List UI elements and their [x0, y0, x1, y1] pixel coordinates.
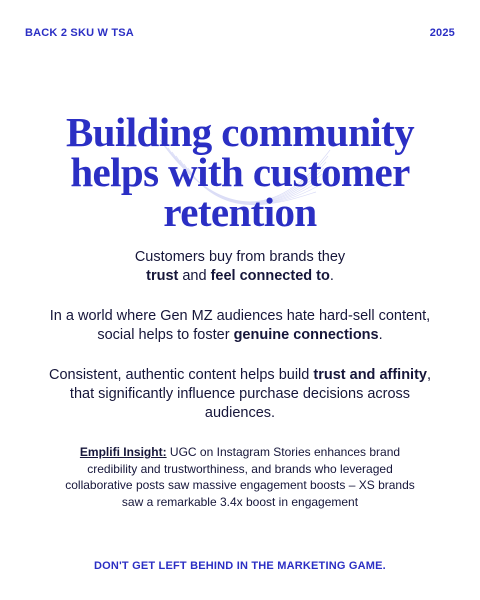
header: BACK 2 SKU W TSA 2025 [25, 27, 455, 39]
insight-label: Emplifi Insight: [79, 445, 167, 459]
paragraph1-end: . [329, 268, 334, 284]
footer-tagline: DON'T GET LEFT BEHIND IN THE MARKETING G… [94, 560, 386, 572]
paragraph1-strong-connected: feel connected to [210, 268, 330, 284]
paragraph-connections: In a world where Gen MZ audiences hate h… [40, 307, 440, 345]
title-line-3: retention [163, 189, 317, 235]
paragraph1-mid: and [178, 268, 211, 284]
emplifi-insight: Emplifi Insight: UGC on Instagram Storie… [62, 444, 418, 510]
paragraph1-line1: Customers buy from brands they [134, 249, 346, 265]
title-line-1: Building community [65, 109, 415, 155]
paragraph2-text: In a world where Gen MZ audiences hate h… [49, 308, 431, 343]
paragraph3-strong: trust and affinity [313, 367, 427, 383]
paragraph-trust: Customers buy from brands they trust and… [40, 248, 440, 286]
paragraph-affinity: Consistent, authentic content helps buil… [40, 366, 440, 423]
paragraph1-strong-trust: trust [146, 268, 179, 284]
year-label: 2025 [429, 27, 455, 39]
paragraph2-end: . [378, 327, 383, 343]
paragraph3-start: Consistent, authentic content helps buil… [48, 367, 314, 383]
paragraph2-strong: genuine connections [233, 327, 379, 343]
page-title: Building community helps with customer r… [20, 109, 460, 235]
title-line-2: helps with customer [70, 149, 410, 195]
brand-label: BACK 2 SKU W TSA [25, 27, 134, 39]
wave-lines-decoration-icon [159, 139, 331, 206]
insight-text: UGC on Instagram Stories enhances brand … [65, 445, 415, 509]
paragraph3-rest: , that significantly influence purchase … [69, 367, 432, 421]
